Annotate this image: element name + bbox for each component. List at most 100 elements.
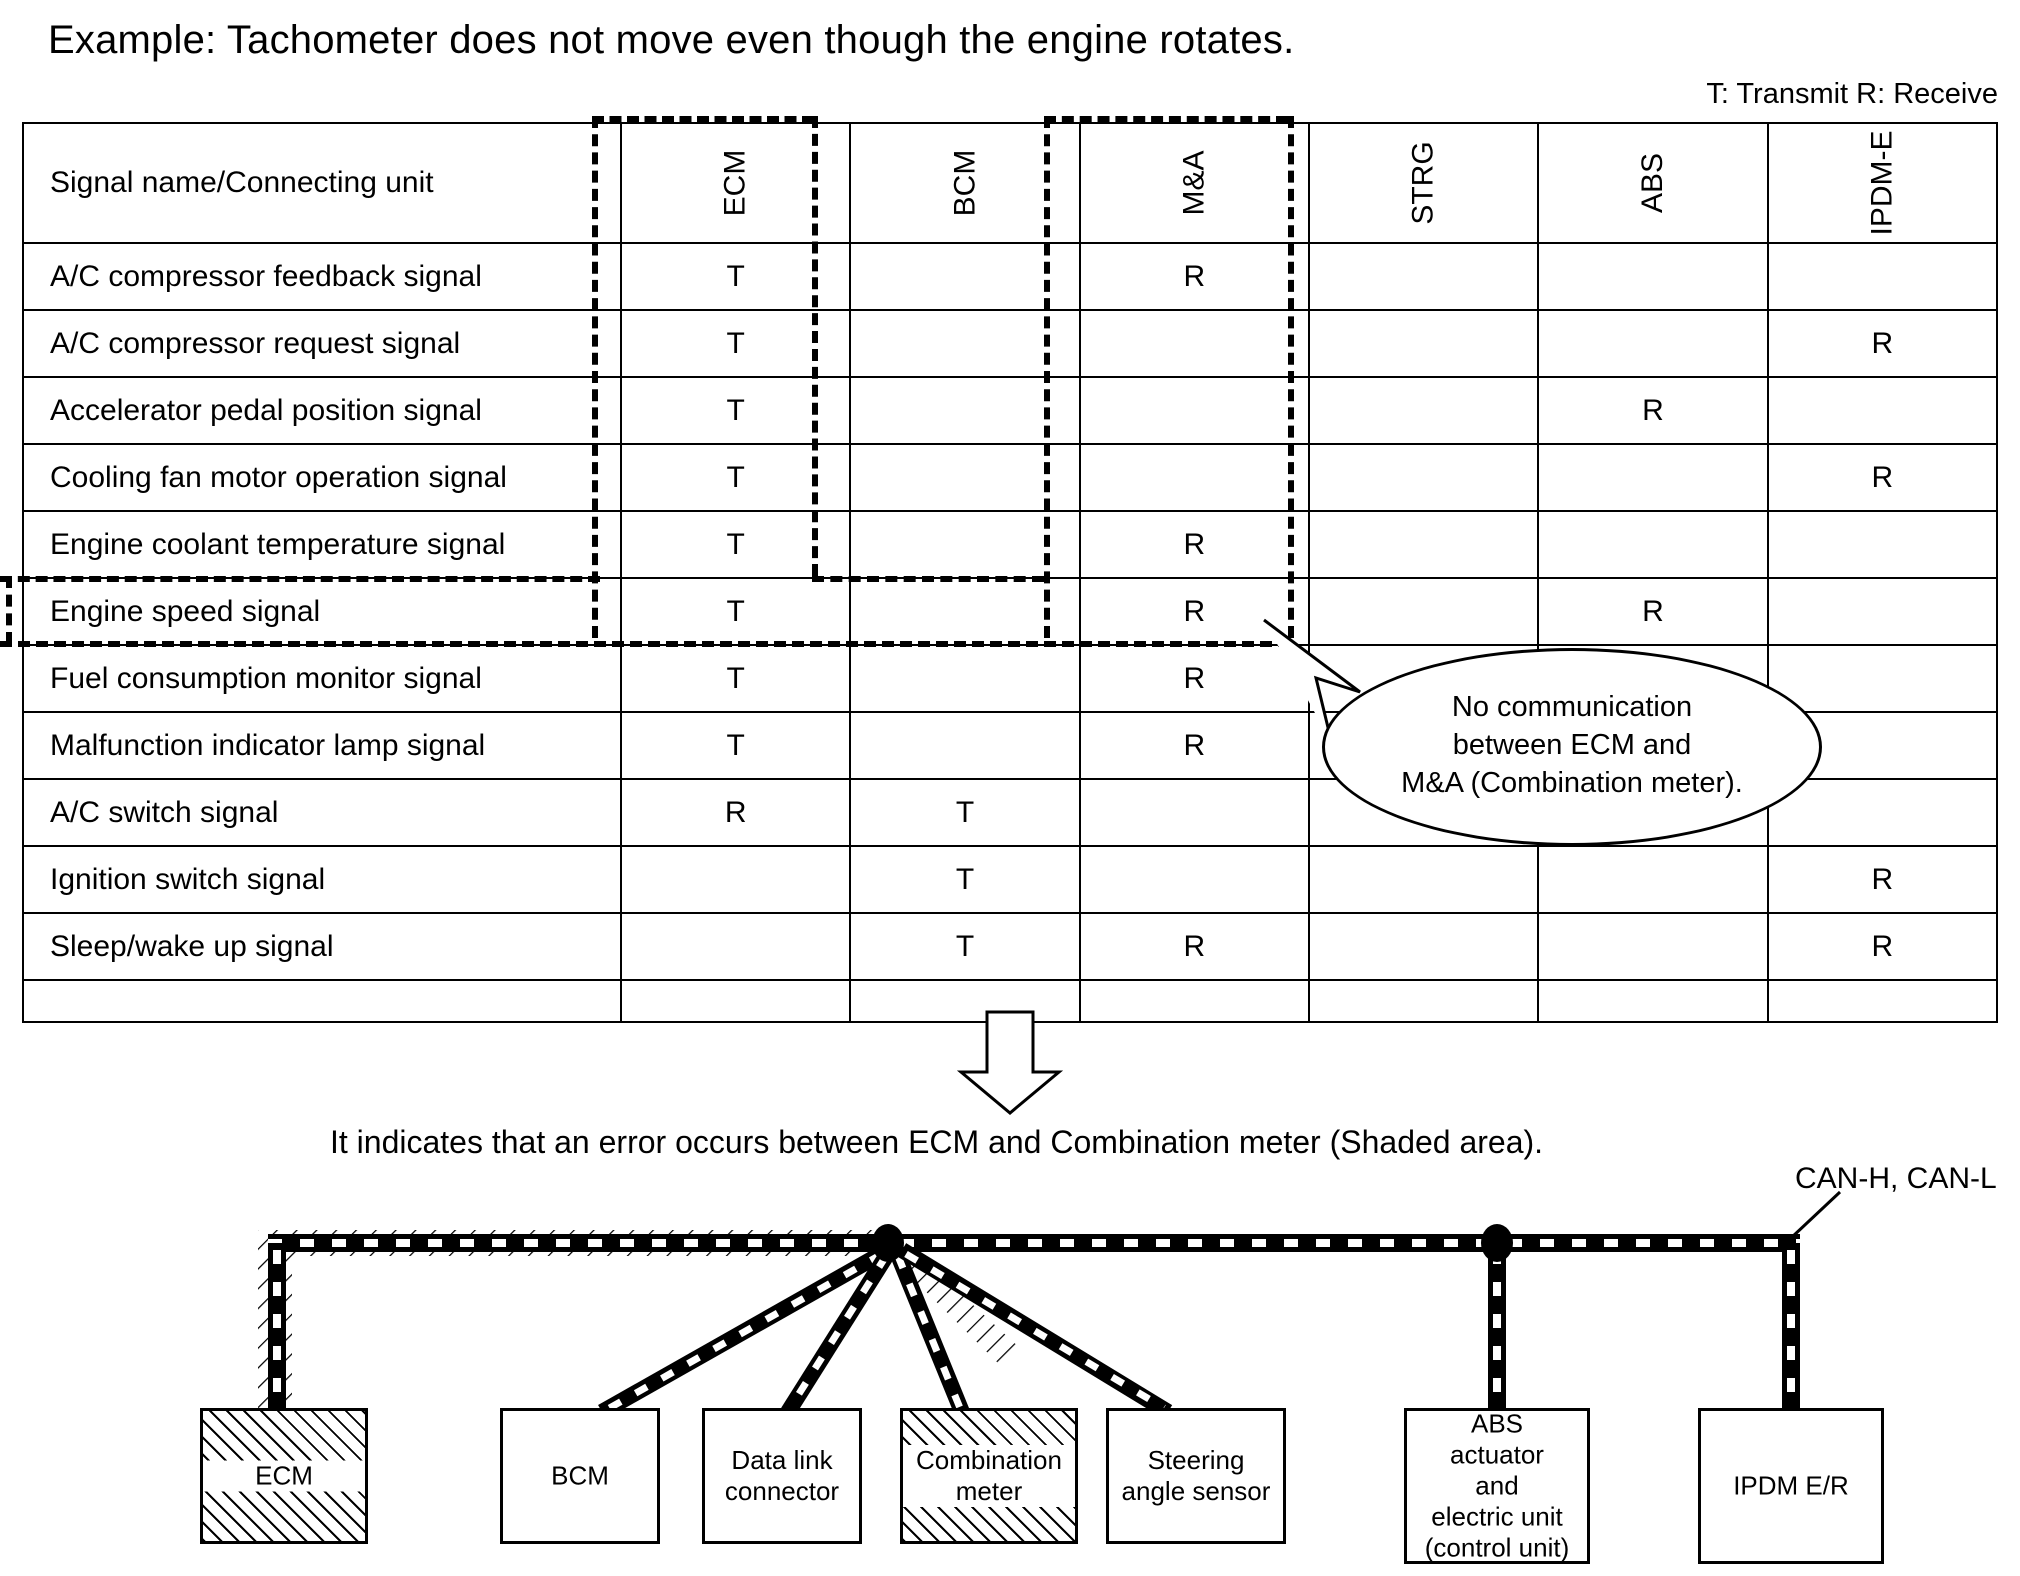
column-header-strg: STRG bbox=[1307, 122, 1540, 244]
signal-value-cell: R bbox=[1078, 510, 1310, 579]
signal-value-cell bbox=[1307, 845, 1540, 914]
column-header-signal-name: Signal name/Connecting unit bbox=[22, 122, 622, 244]
unit-box-data-link-connector[interactable]: Data link connector bbox=[702, 1408, 862, 1544]
signal-name-cell: A/C switch signal bbox=[22, 778, 622, 847]
callout-bubble-shape bbox=[1322, 648, 1822, 846]
unit-box-combination-meter[interactable]: Combination meter bbox=[900, 1408, 1078, 1544]
callout-balloon: No communication between ECM and M&A (Co… bbox=[1322, 648, 1822, 846]
signal-value-cell: T bbox=[619, 376, 852, 445]
signal-value-cell bbox=[1537, 309, 1769, 378]
signal-value-cell bbox=[1307, 242, 1540, 311]
signal-value-cell bbox=[619, 979, 852, 1023]
bus-branches bbox=[598, 1243, 1173, 1419]
signal-value-cell: R bbox=[1766, 845, 1999, 914]
can-bus-svg bbox=[258, 1190, 1842, 1430]
unit-box-combination-meter-label: Combination meter bbox=[903, 1445, 1075, 1507]
down-arrow-icon bbox=[956, 1010, 1064, 1115]
signal-value-cell: R bbox=[619, 778, 852, 847]
signal-value-cell: T bbox=[619, 242, 852, 311]
column-header-ecm-label: ECM bbox=[718, 149, 752, 217]
signal-value-cell bbox=[1537, 845, 1769, 914]
signal-value-cell bbox=[849, 242, 1081, 311]
signal-value-cell: R bbox=[1537, 577, 1769, 646]
signal-value-cell bbox=[849, 711, 1081, 780]
engine-speed-row-left bbox=[6, 576, 12, 644]
signal-value-cell: T bbox=[619, 711, 852, 780]
signal-name-cell: Engine coolant temperature signal bbox=[22, 510, 622, 579]
column-header-ipdme: IPDM-E bbox=[1766, 122, 1999, 244]
signal-value-cell bbox=[1307, 309, 1540, 378]
signal-value-cell: R bbox=[1078, 242, 1310, 311]
signal-value-cell: T bbox=[619, 644, 852, 713]
signal-value-cell bbox=[1078, 376, 1310, 445]
column-header-ma: M&A bbox=[1078, 122, 1310, 244]
unit-box-steering-label: Steering angle sensor bbox=[1121, 1445, 1271, 1506]
unit-box-dlc-label: Data link connector bbox=[724, 1445, 840, 1506]
column-header-bcm-label: BCM bbox=[947, 149, 981, 217]
signal-value-cell bbox=[1766, 778, 1999, 847]
signal-value-cell: T bbox=[619, 309, 852, 378]
signal-value-cell bbox=[849, 644, 1081, 713]
unit-box-ecm[interactable]: ECM bbox=[200, 1408, 368, 1544]
signal-value-cell: R bbox=[1766, 912, 1999, 981]
unit-box-steering-angle-sensor[interactable]: Steering angle sensor bbox=[1106, 1408, 1286, 1544]
callout-text: No communication between ECM and M&A (Co… bbox=[1322, 688, 1822, 802]
signal-value-cell: R bbox=[1766, 443, 1999, 512]
unit-box-ipdm-label: IPDM E/R bbox=[1733, 1470, 1849, 1501]
signal-value-cell bbox=[1078, 979, 1310, 1023]
signal-value-cell bbox=[1307, 912, 1540, 981]
can-network-diagram: ECM BCM Data link connector Combination … bbox=[0, 1150, 2020, 1571]
signal-value-cell: T bbox=[849, 912, 1081, 981]
unit-box-abs-actuator[interactable]: ABS actuator and electric unit (control … bbox=[1404, 1408, 1590, 1564]
column-header-abs: ABS bbox=[1537, 122, 1769, 244]
signal-name-cell: Ignition switch signal bbox=[22, 845, 622, 914]
signal-value-cell: R bbox=[1078, 577, 1310, 646]
signal-value-cell bbox=[1078, 845, 1310, 914]
signal-value-cell: T bbox=[849, 778, 1081, 847]
signal-value-cell bbox=[1307, 577, 1540, 646]
signal-value-cell bbox=[849, 577, 1081, 646]
signal-value-cell bbox=[1766, 644, 1999, 713]
signal-value-cell bbox=[1078, 778, 1310, 847]
unit-box-abs-label: ABS actuator and electric unit (control … bbox=[1424, 1408, 1570, 1563]
signal-value-cell: R bbox=[1078, 711, 1310, 780]
signal-value-cell bbox=[849, 979, 1081, 1023]
signal-value-cell: T bbox=[619, 443, 852, 512]
page-title: Example: Tachometer does not move even t… bbox=[48, 18, 1295, 62]
signal-value-cell bbox=[1537, 510, 1769, 579]
column-header-ipdme-label: IPDM-E bbox=[1865, 130, 1899, 236]
signal-name-cell: A/C compressor request signal bbox=[22, 309, 622, 378]
signal-value-cell bbox=[1307, 979, 1540, 1023]
signal-name-cell: Malfunction indicator lamp signal bbox=[22, 711, 622, 780]
signal-name-cell: A/C compressor feedback signal bbox=[22, 242, 622, 311]
signal-value-cell bbox=[1537, 443, 1769, 512]
signal-value-cell bbox=[1537, 242, 1769, 311]
signal-value-cell: R bbox=[1537, 376, 1769, 445]
signal-matrix-table: Signal name/Connecting unit ECM BCM M&A … bbox=[22, 122, 1999, 1023]
signal-value-cell bbox=[1307, 510, 1540, 579]
legend-text: T: Transmit R: Receive bbox=[1706, 78, 1998, 110]
signal-name-cell bbox=[22, 979, 622, 1023]
table-row bbox=[22, 979, 1999, 1023]
unit-box-bcm[interactable]: BCM bbox=[500, 1408, 660, 1544]
signal-value-cell: T bbox=[619, 577, 852, 646]
signal-name-cell: Fuel consumption monitor signal bbox=[22, 644, 622, 713]
column-header-ma-label: M&A bbox=[1177, 150, 1211, 216]
callout-tail bbox=[1263, 618, 1361, 745]
unit-box-bcm-label: BCM bbox=[551, 1460, 609, 1491]
can-bus-label: CAN-H, CAN-L bbox=[1795, 1162, 1997, 1195]
signal-name-cell: Sleep/wake up signal bbox=[22, 912, 622, 981]
unit-box-ipdm-er[interactable]: IPDM E/R bbox=[1698, 1408, 1884, 1564]
column-header-ecm: ECM bbox=[619, 122, 852, 244]
signal-value-cell bbox=[1766, 979, 1999, 1023]
bus-junction-node-main bbox=[872, 1224, 904, 1262]
